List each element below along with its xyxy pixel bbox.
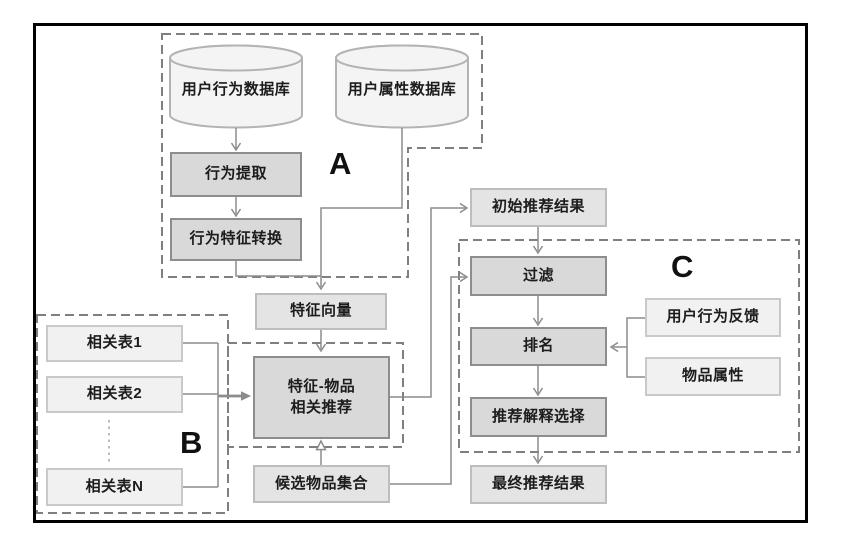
- node-user-attr-db: 用户属性数据库: [347, 80, 457, 98]
- section-a-dashed-outline: [161, 33, 483, 278]
- section-b-dashed-outline: [36, 314, 229, 514]
- node-candidate-item-set: 候选物品集合: [253, 465, 390, 503]
- arrow-filter-to-ranking: [532, 296, 544, 327]
- section-label-b: B: [180, 425, 203, 460]
- node-feature-vector: 特征向量: [255, 293, 387, 330]
- node-final-rec-result: 最终推荐结果: [470, 465, 607, 504]
- node-ranking: 排名: [470, 327, 607, 366]
- arrow-attrdb-merge-to-featurevector: [315, 128, 403, 291]
- section-c-dashed-outline: [458, 239, 800, 453]
- arrow-extraction-to-conversion: [230, 197, 242, 218]
- node-rec-explanation-selection: 推荐解释选择: [470, 397, 607, 437]
- node-user-behavior-db: 用户行为数据库: [181, 80, 291, 98]
- node-behavior-feature-conversion: 行为特征转换: [170, 218, 302, 261]
- related-tables-bus: [183, 342, 219, 488]
- arrow-ranking-to-explanation: [532, 366, 544, 397]
- node-related-table-2: 相关表2: [46, 376, 183, 413]
- arrow-initialresult-to-filter: [532, 227, 544, 255]
- node-initial-rec-result: 初始推荐结果: [470, 188, 607, 227]
- node-related-table-n: 相关表N: [46, 468, 183, 506]
- section-label-c: C: [671, 249, 694, 284]
- node-filter: 过滤: [470, 256, 607, 296]
- user-behavior-db-cylinder-icon: [169, 44, 303, 129]
- arrow-behaviordb-to-extraction: [230, 128, 242, 152]
- arrow-candidateset-to-recommender: [315, 439, 327, 465]
- arrow-explanation-to-finalresult: [532, 437, 544, 465]
- arrow-candidateset-to-filter: [390, 271, 469, 485]
- arrow-featurevector-to-recommender: [315, 330, 327, 353]
- section-label-a: A: [329, 146, 352, 181]
- node-user-behavior-feedback: 用户行为反馈: [645, 298, 781, 337]
- arrow-feedback-attrs-to-ranking: [609, 317, 645, 378]
- node-item-attributes: 物品属性: [645, 357, 781, 396]
- node-feature-item-recommendation: 特征-物品 相关推荐: [253, 356, 390, 439]
- arrow-recommender-to-initialresult: [390, 202, 469, 398]
- node-related-table-1: 相关表1: [46, 325, 183, 362]
- user-attr-db-cylinder-icon: [335, 44, 469, 129]
- thick-arrow-tables-to-recommender: [218, 391, 251, 401]
- node-behavior-extraction: 行为提取: [170, 152, 302, 197]
- line-conversion-to-merge: [235, 261, 321, 277]
